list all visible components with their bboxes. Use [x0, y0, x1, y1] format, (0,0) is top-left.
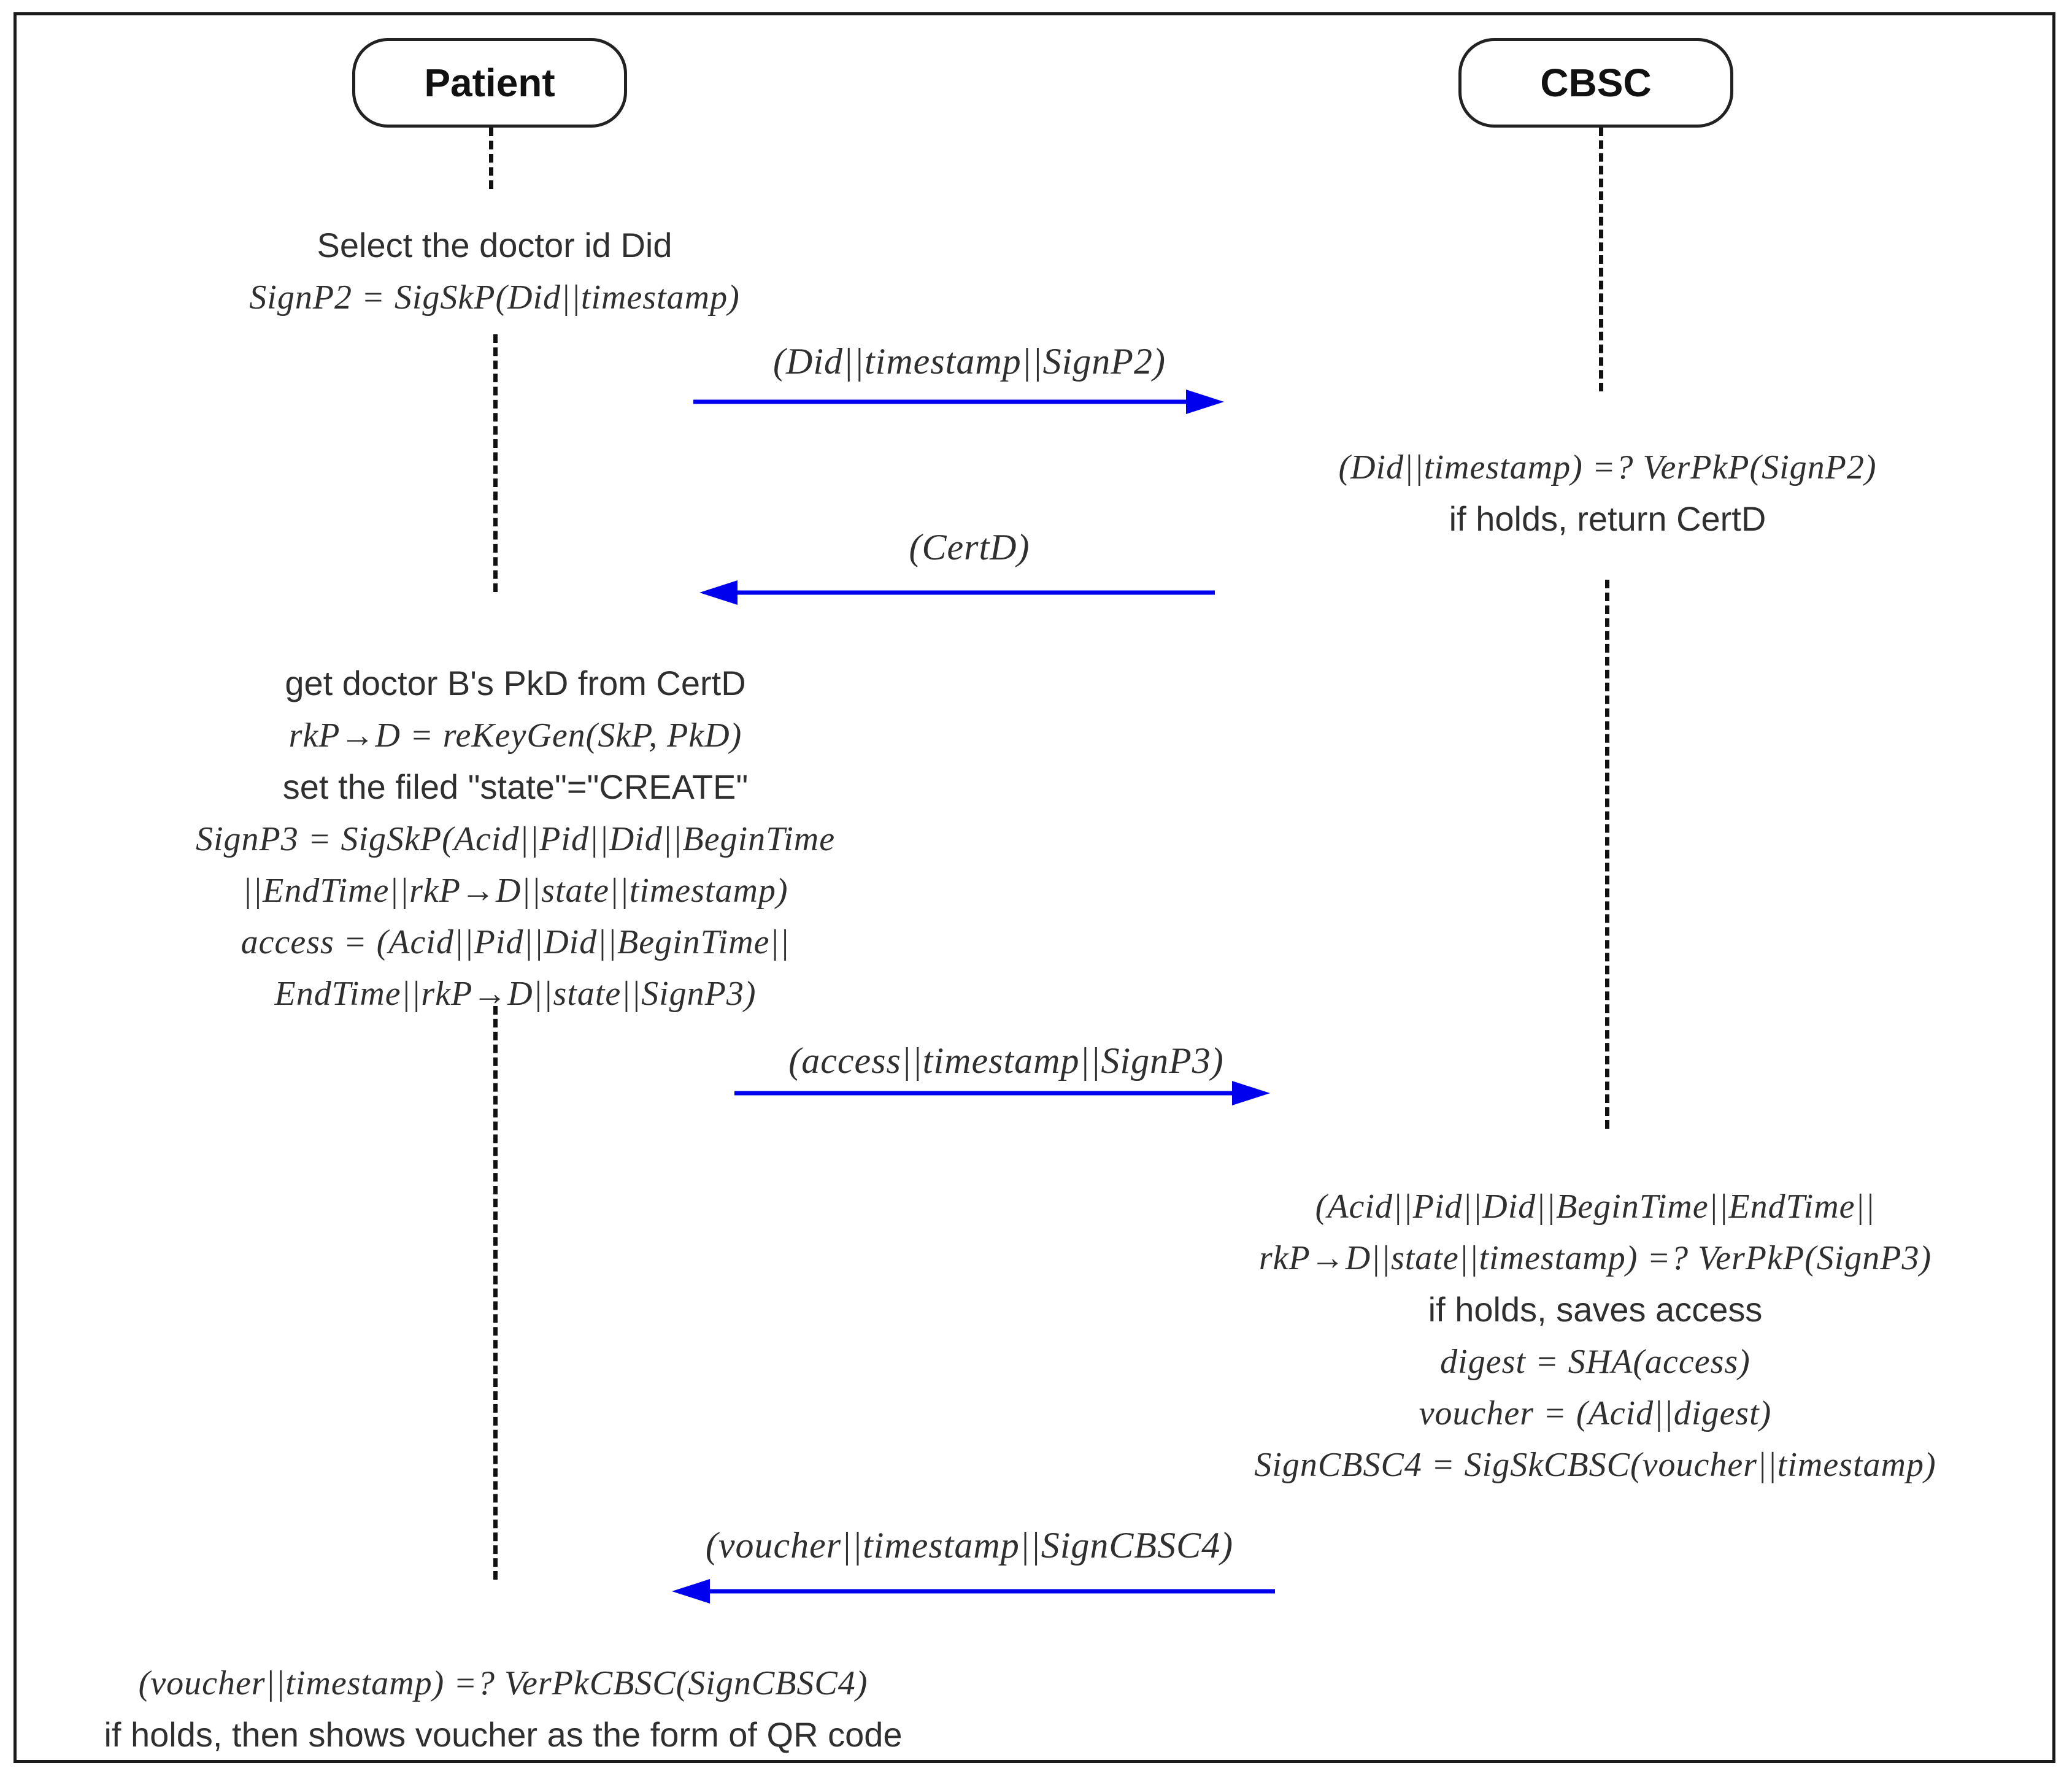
message-1-arrow-head [1186, 390, 1224, 414]
cbsc-verify-1-block: (Did||timestamp) =? VerPkP(SignP2) if ho… [1215, 442, 2000, 545]
message-2-label: (CertD) [909, 527, 1030, 567]
step-formula: digest = SHA(access) [1440, 1343, 1750, 1381]
step-formula: access = (Acid||Pid||Did||BeginTime|| [241, 923, 790, 961]
message-3-label: (access||timestamp||SignP3) [788, 1040, 1224, 1081]
step-formula: SignP3 = SigSkP(Acid||Pid||Did||BeginTim… [195, 820, 836, 858]
patient-lifeline-3 [493, 1006, 498, 1580]
step-text: Select the doctor id Did [317, 226, 672, 264]
cbsc-lifeline-2 [1605, 580, 1609, 1129]
step-text: if holds, return CertD [1449, 499, 1766, 538]
cbsc-lifeline-1 [1599, 128, 1603, 391]
message-1-label: (Did||timestamp||SignP2) [773, 341, 1166, 382]
actor-patient-label: Patient [424, 61, 555, 105]
step-formula: SignP2 = SigSkP(Did||timestamp) [249, 279, 740, 317]
patient-select-block: Select the doctor id Did SignP2 = SigSkP… [126, 220, 863, 323]
step-text: get doctor B's PkD from CertD [285, 664, 746, 702]
actor-patient: Patient [352, 38, 627, 128]
message-3-arrow-head [1232, 1081, 1270, 1105]
step-formula: voucher = (Acid||digest) [1419, 1394, 1772, 1432]
actor-cbsc: CBSC [1458, 38, 1733, 128]
step-formula: EndTime||rkP→D||state||SignP3) [274, 975, 757, 1013]
actor-cbsc-label: CBSC [1540, 61, 1652, 105]
step-text: if holds, saves access [1428, 1290, 1763, 1329]
patient-lifeline-1 [489, 128, 493, 189]
step-formula: (Acid||Pid||Did||BeginTime||EndTime|| [1315, 1188, 1876, 1226]
step-formula: (voucher||timestamp) =? VerPkCBSC(SignCB… [138, 1664, 868, 1702]
message-4-label: (voucher||timestamp||SignCBSC4) [705, 1525, 1234, 1566]
step-text: if holds, then shows voucher as the form… [104, 1715, 903, 1754]
diagram-frame [13, 12, 2055, 1763]
patient-verify-block: (voucher||timestamp) =? VerPkCBSC(SignCB… [25, 1658, 982, 1761]
step-text: set the filed "state"="CREATE" [282, 767, 749, 806]
step-formula: rkP→D||state||timestamp) =? VerPkP(SignP… [1258, 1239, 1932, 1277]
patient-rekey-block: get doctor B's PkD from CertD rkP→D = re… [25, 658, 1006, 1020]
patient-lifeline-2 [493, 334, 498, 592]
message-4-arrow-head [672, 1579, 710, 1604]
step-formula: ||EndTime||rkP→D||state||timestamp) [242, 872, 788, 910]
step-formula: rkP→D = reKeyGen(SkP, PkD) [288, 717, 742, 755]
step-formula: (Did||timestamp) =? VerPkP(SignP2) [1338, 448, 1877, 486]
cbsc-verify-2-block: (Acid||Pid||Did||BeginTime||EndTime|| rk… [1153, 1181, 2037, 1491]
message-2-arrow-head [699, 580, 738, 605]
step-formula: SignCBSC4 = SigSkCBSC(voucher||timestamp… [1254, 1446, 1936, 1484]
